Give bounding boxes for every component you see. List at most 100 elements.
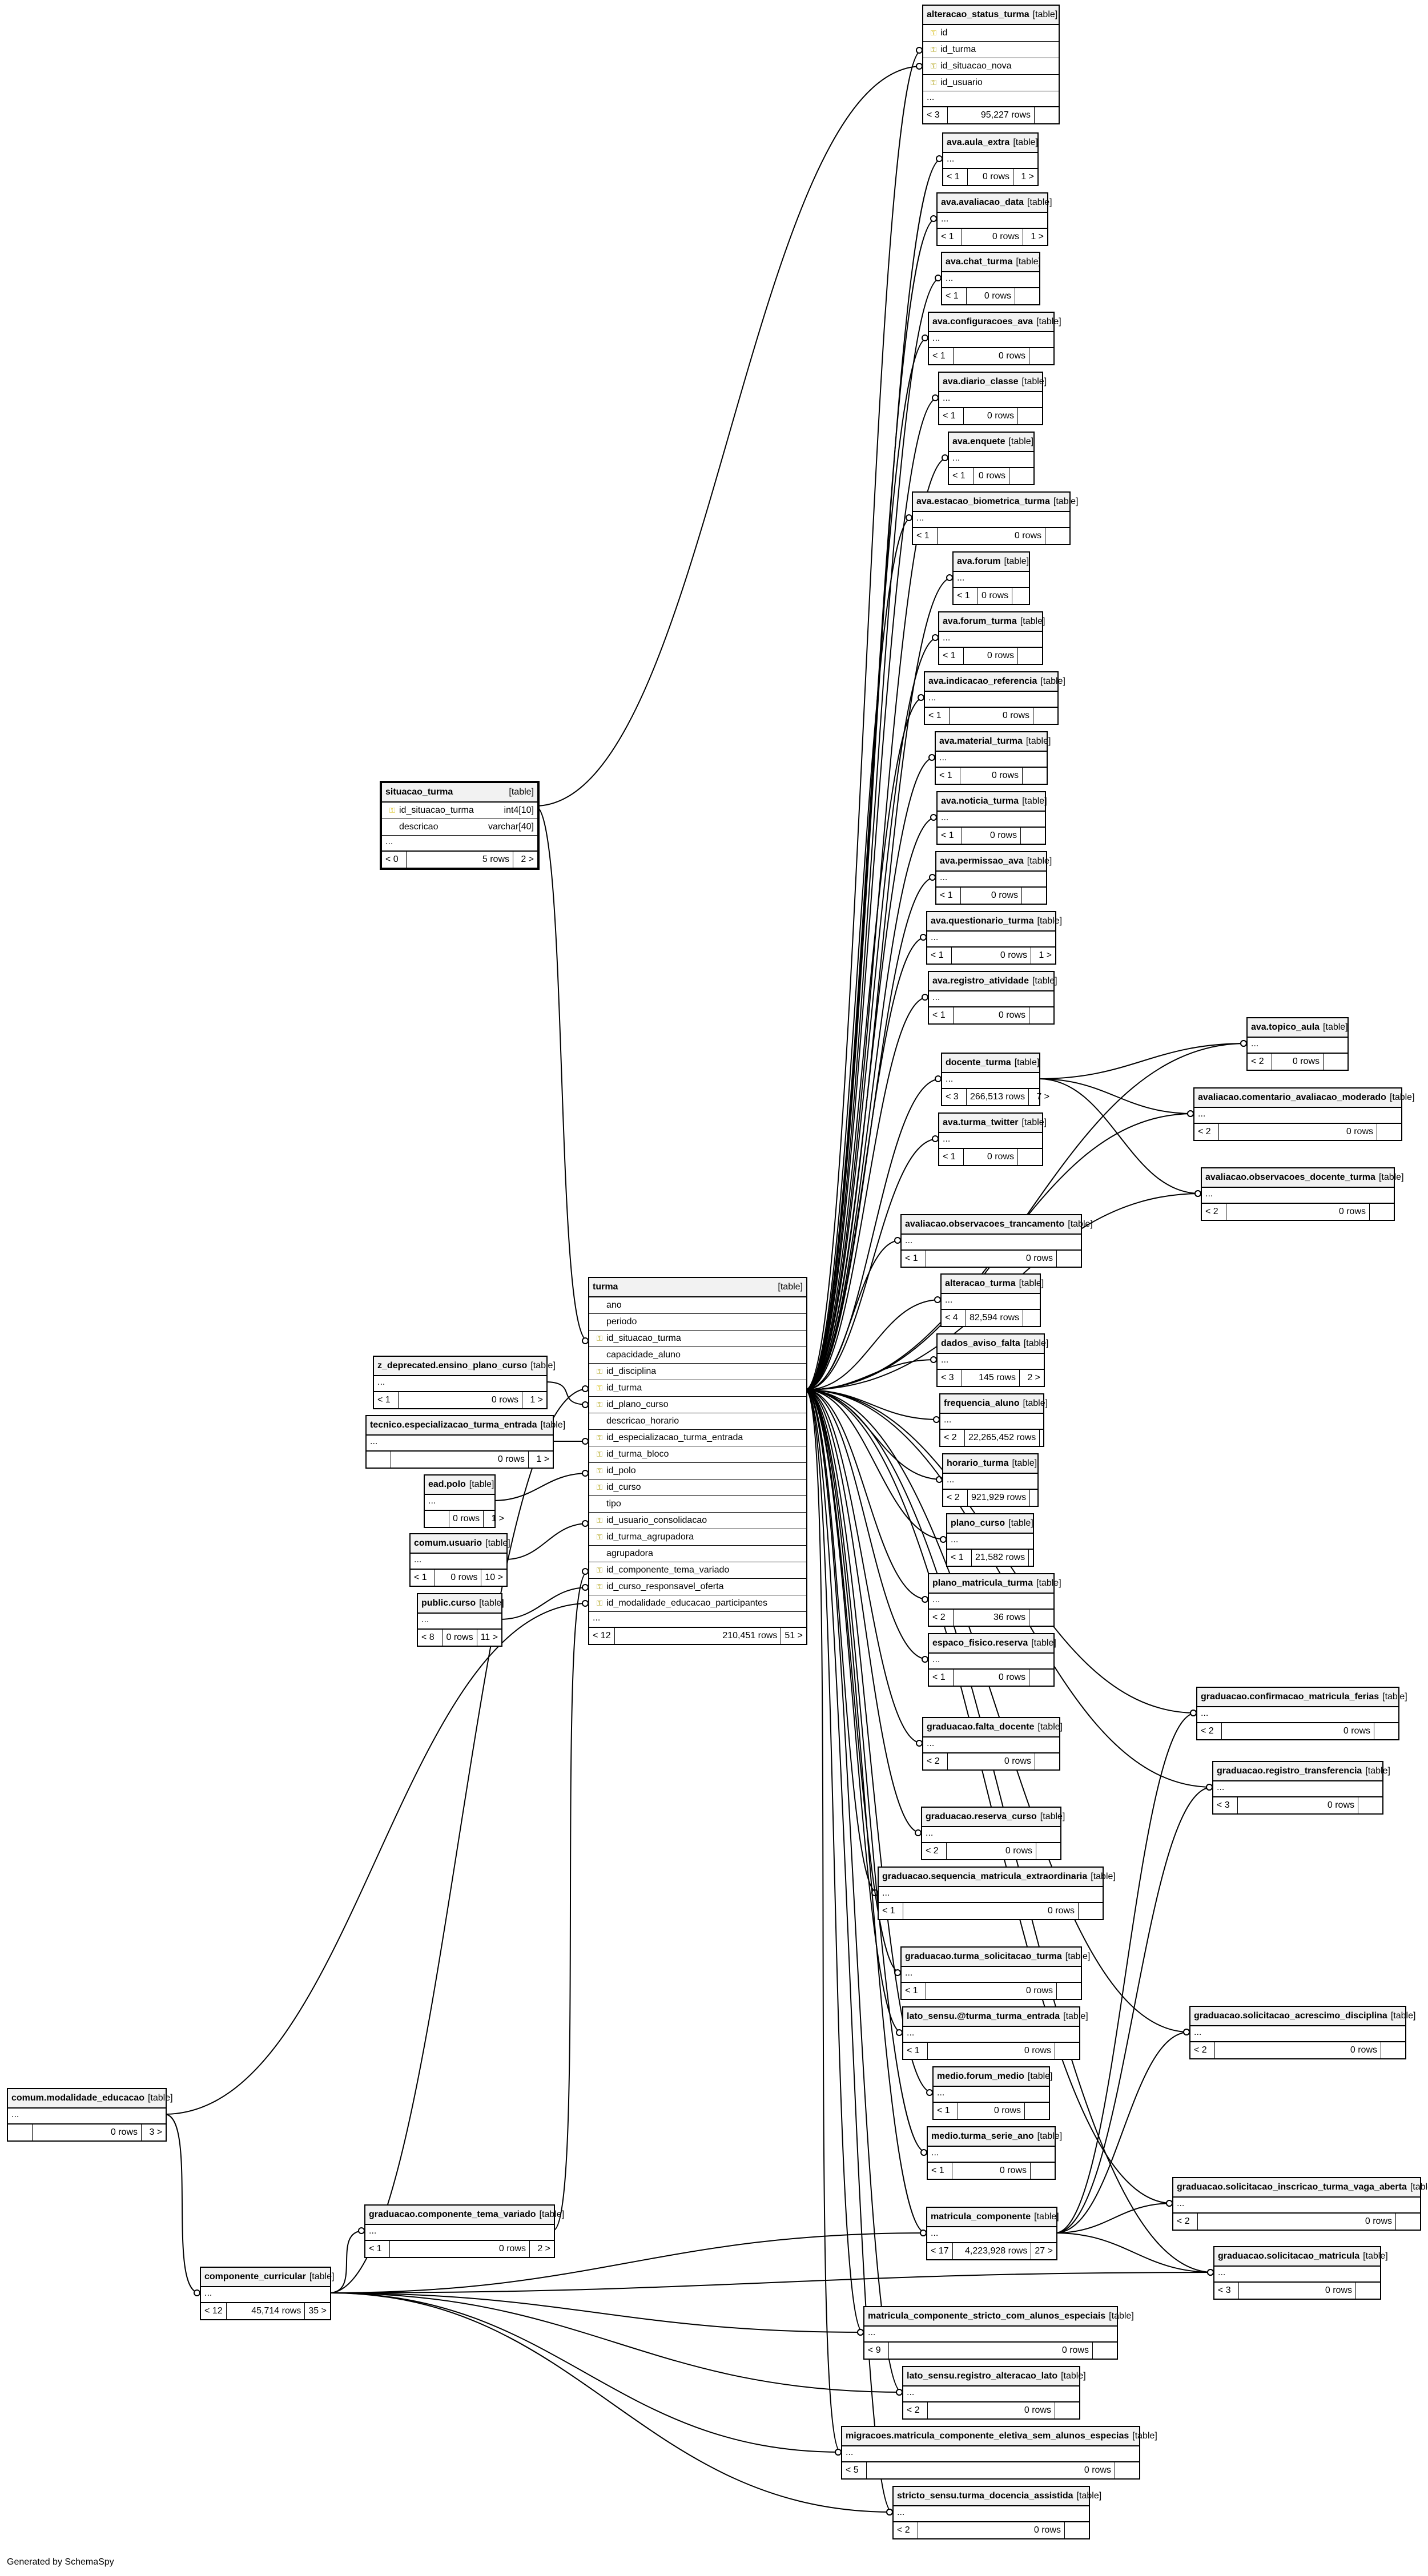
- child-count[interactable]: 35 >: [308, 2306, 327, 2316]
- child-count[interactable]: [1029, 348, 1053, 364]
- column-row[interactable]: ⚿id_curso_responsavel_oferta: [589, 1579, 806, 1595]
- child-count[interactable]: [1035, 1753, 1059, 1769]
- parent-count[interactable]: < 9: [864, 2343, 889, 2359]
- child-count[interactable]: [1045, 528, 1069, 544]
- child-count[interactable]: [1015, 288, 1039, 304]
- table-name[interactable]: matricula_componente_stricto_com_alunos_…: [868, 2311, 1106, 2321]
- table-header[interactable]: ava.avaliacao_data[table]: [938, 193, 1052, 213]
- parent-count[interactable]: < 1: [411, 1570, 435, 1586]
- table-name[interactable]: ava.estacao_biometrica_turma: [916, 497, 1050, 506]
- table-header[interactable]: ava.aula_extra[table]: [943, 134, 1038, 153]
- table-header[interactable]: graduacao.registro_transferencia[table]: [1213, 1762, 1390, 1781]
- child-count[interactable]: [1324, 1054, 1347, 1070]
- parent-count[interactable]: < 3: [1214, 2283, 1239, 2299]
- table-header[interactable]: graduacao.solicitacao_matricula[table]: [1214, 2247, 1388, 2267]
- parent-count[interactable]: < 1: [942, 288, 967, 304]
- table-graduacao-confirmacao-matricula-ferias[interactable]: graduacao.confirmacao_matricula_ferias[t…: [1196, 1687, 1407, 1740]
- table-name[interactable]: ava.topico_aula: [1251, 1022, 1320, 1032]
- table-header[interactable]: medio.turma_serie_ano[table]: [928, 2127, 1062, 2147]
- table-name[interactable]: migracoes.matricula_componente_eletiva_s…: [846, 2431, 1129, 2441]
- parent-count[interactable]: < 1: [925, 708, 950, 724]
- table-name[interactable]: comum.modalidade_educacao: [11, 2093, 144, 2103]
- table-header[interactable]: avaliacao.observacoes_docente_turma[tabl…: [1202, 1168, 1404, 1188]
- table-header[interactable]: situacao_turma[table]: [382, 783, 537, 803]
- table-graduacao-solicitacao-inscricao-turma-vaga-aberta[interactable]: graduacao.solicitacao_inscricao_turma_va…: [1172, 2177, 1428, 2231]
- table-comum-modalidade-educacao[interactable]: comum.modalidade_educacao[table]...0 row…: [7, 2088, 173, 2142]
- child-count[interactable]: [1030, 1490, 1054, 1506]
- table-name[interactable]: public.curso: [421, 1598, 476, 1608]
- column-row[interactable]: ⚿id_turma: [923, 42, 1059, 58]
- table-header[interactable]: comum.usuario[table]: [411, 1534, 510, 1554]
- parent-count[interactable]: < 1: [943, 169, 968, 185]
- table-name[interactable]: componente_curricular: [204, 2272, 306, 2281]
- table-name[interactable]: alteracao_status_turma: [927, 10, 1029, 19]
- child-count[interactable]: 1 >: [530, 1395, 543, 1405]
- table-name[interactable]: lato_sensu.@turma_turma_entrada: [907, 2011, 1060, 2021]
- parent-count[interactable]: < 1: [928, 2163, 952, 2179]
- table-lato-sensu-turma-turma-entrada[interactable]: lato_sensu.@turma_turma_entrada[table]..…: [902, 2006, 1088, 2060]
- parent-count[interactable]: < 1: [879, 1903, 903, 1919]
- table-lato-sensu-registro-alteracao-lato[interactable]: lato_sensu.registro_alteracao_lato[table…: [902, 2366, 1086, 2420]
- parent-count[interactable]: < 2: [943, 1490, 968, 1506]
- parent-count[interactable]: < 1: [934, 2103, 958, 2119]
- child-count[interactable]: [1036, 1843, 1060, 1859]
- parent-count[interactable]: < 1: [947, 1550, 972, 1566]
- parent-count[interactable]: < 17: [927, 2243, 953, 2259]
- parent-count[interactable]: < 1: [929, 1007, 954, 1023]
- column-row[interactable]: ⚿id_polo: [589, 1463, 806, 1480]
- child-count[interactable]: [1057, 1983, 1081, 1999]
- table-name[interactable]: alteracao_turma: [945, 1279, 1016, 1288]
- column-row[interactable]: agrupadora: [589, 1546, 806, 1562]
- parent-count[interactable]: < 5: [842, 2462, 867, 2478]
- parent-count[interactable]: < 3: [938, 1370, 962, 1386]
- parent-count[interactable]: < 3: [1213, 1797, 1238, 1813]
- table-ava-estacao-biometrica-turma[interactable]: ava.estacao_biometrica_turma[table]...< …: [912, 491, 1079, 545]
- parent-count[interactable]: < 1: [929, 348, 954, 364]
- child-count[interactable]: [1018, 1149, 1042, 1165]
- child-count[interactable]: [1029, 1610, 1053, 1626]
- table-header[interactable]: graduacao.reserva_curso[table]: [922, 1808, 1065, 1827]
- table-header[interactable]: ava.noticia_turma[table]: [938, 792, 1047, 812]
- child-count[interactable]: [1374, 1723, 1398, 1739]
- table-name[interactable]: graduacao.registro_transferencia: [1217, 1766, 1362, 1776]
- table-name[interactable]: plano_matricula_turma: [932, 1578, 1033, 1588]
- table-header[interactable]: ava.turma_twitter[table]: [939, 1114, 1047, 1133]
- child-count[interactable]: 10 >: [485, 1573, 503, 1582]
- table-name[interactable]: ead.polo: [428, 1480, 466, 1489]
- table-header[interactable]: ava.forum_turma[table]: [939, 612, 1045, 632]
- column-row[interactable]: ⚿id_turma: [589, 1380, 806, 1397]
- parent-count[interactable]: < 1: [913, 528, 938, 544]
- table-z-deprecated-ensino-plano-curso[interactable]: z_deprecated.ensino_plano_curso[table]..…: [373, 1356, 556, 1409]
- table-name[interactable]: ava.chat_turma: [946, 257, 1013, 267]
- column-row[interactable]: tipo: [589, 1496, 806, 1513]
- table-name[interactable]: avaliacao.observacoes_trancamento: [905, 1219, 1065, 1229]
- table-header[interactable]: alteracao_status_turma[table]: [923, 6, 1059, 25]
- table-name[interactable]: matricula_componente: [931, 2212, 1031, 2222]
- child-count[interactable]: 1 >: [491, 1514, 505, 1523]
- column-row[interactable]: ⚿id_situacao_nova: [923, 58, 1059, 75]
- child-count[interactable]: [1377, 1124, 1401, 1140]
- table-name[interactable]: stricto_sensu.turma_docencia_assistida: [897, 2491, 1073, 2501]
- table-header[interactable]: graduacao.sequencia_matricula_extraordin…: [879, 1868, 1116, 1887]
- table-name[interactable]: ava.registro_atividade: [932, 976, 1029, 986]
- child-count[interactable]: [1358, 1797, 1382, 1813]
- child-count[interactable]: [1040, 1430, 1064, 1446]
- table-header[interactable]: espaco_fisico.reserva[table]: [929, 1634, 1056, 1654]
- parent-count[interactable]: < 1: [954, 588, 978, 604]
- child-count[interactable]: [1033, 708, 1057, 724]
- child-count[interactable]: 1 >: [536, 1454, 549, 1464]
- table-header[interactable]: matricula_componente[table]: [927, 2208, 1059, 2227]
- table-name[interactable]: ava.questionario_turma: [931, 916, 1034, 926]
